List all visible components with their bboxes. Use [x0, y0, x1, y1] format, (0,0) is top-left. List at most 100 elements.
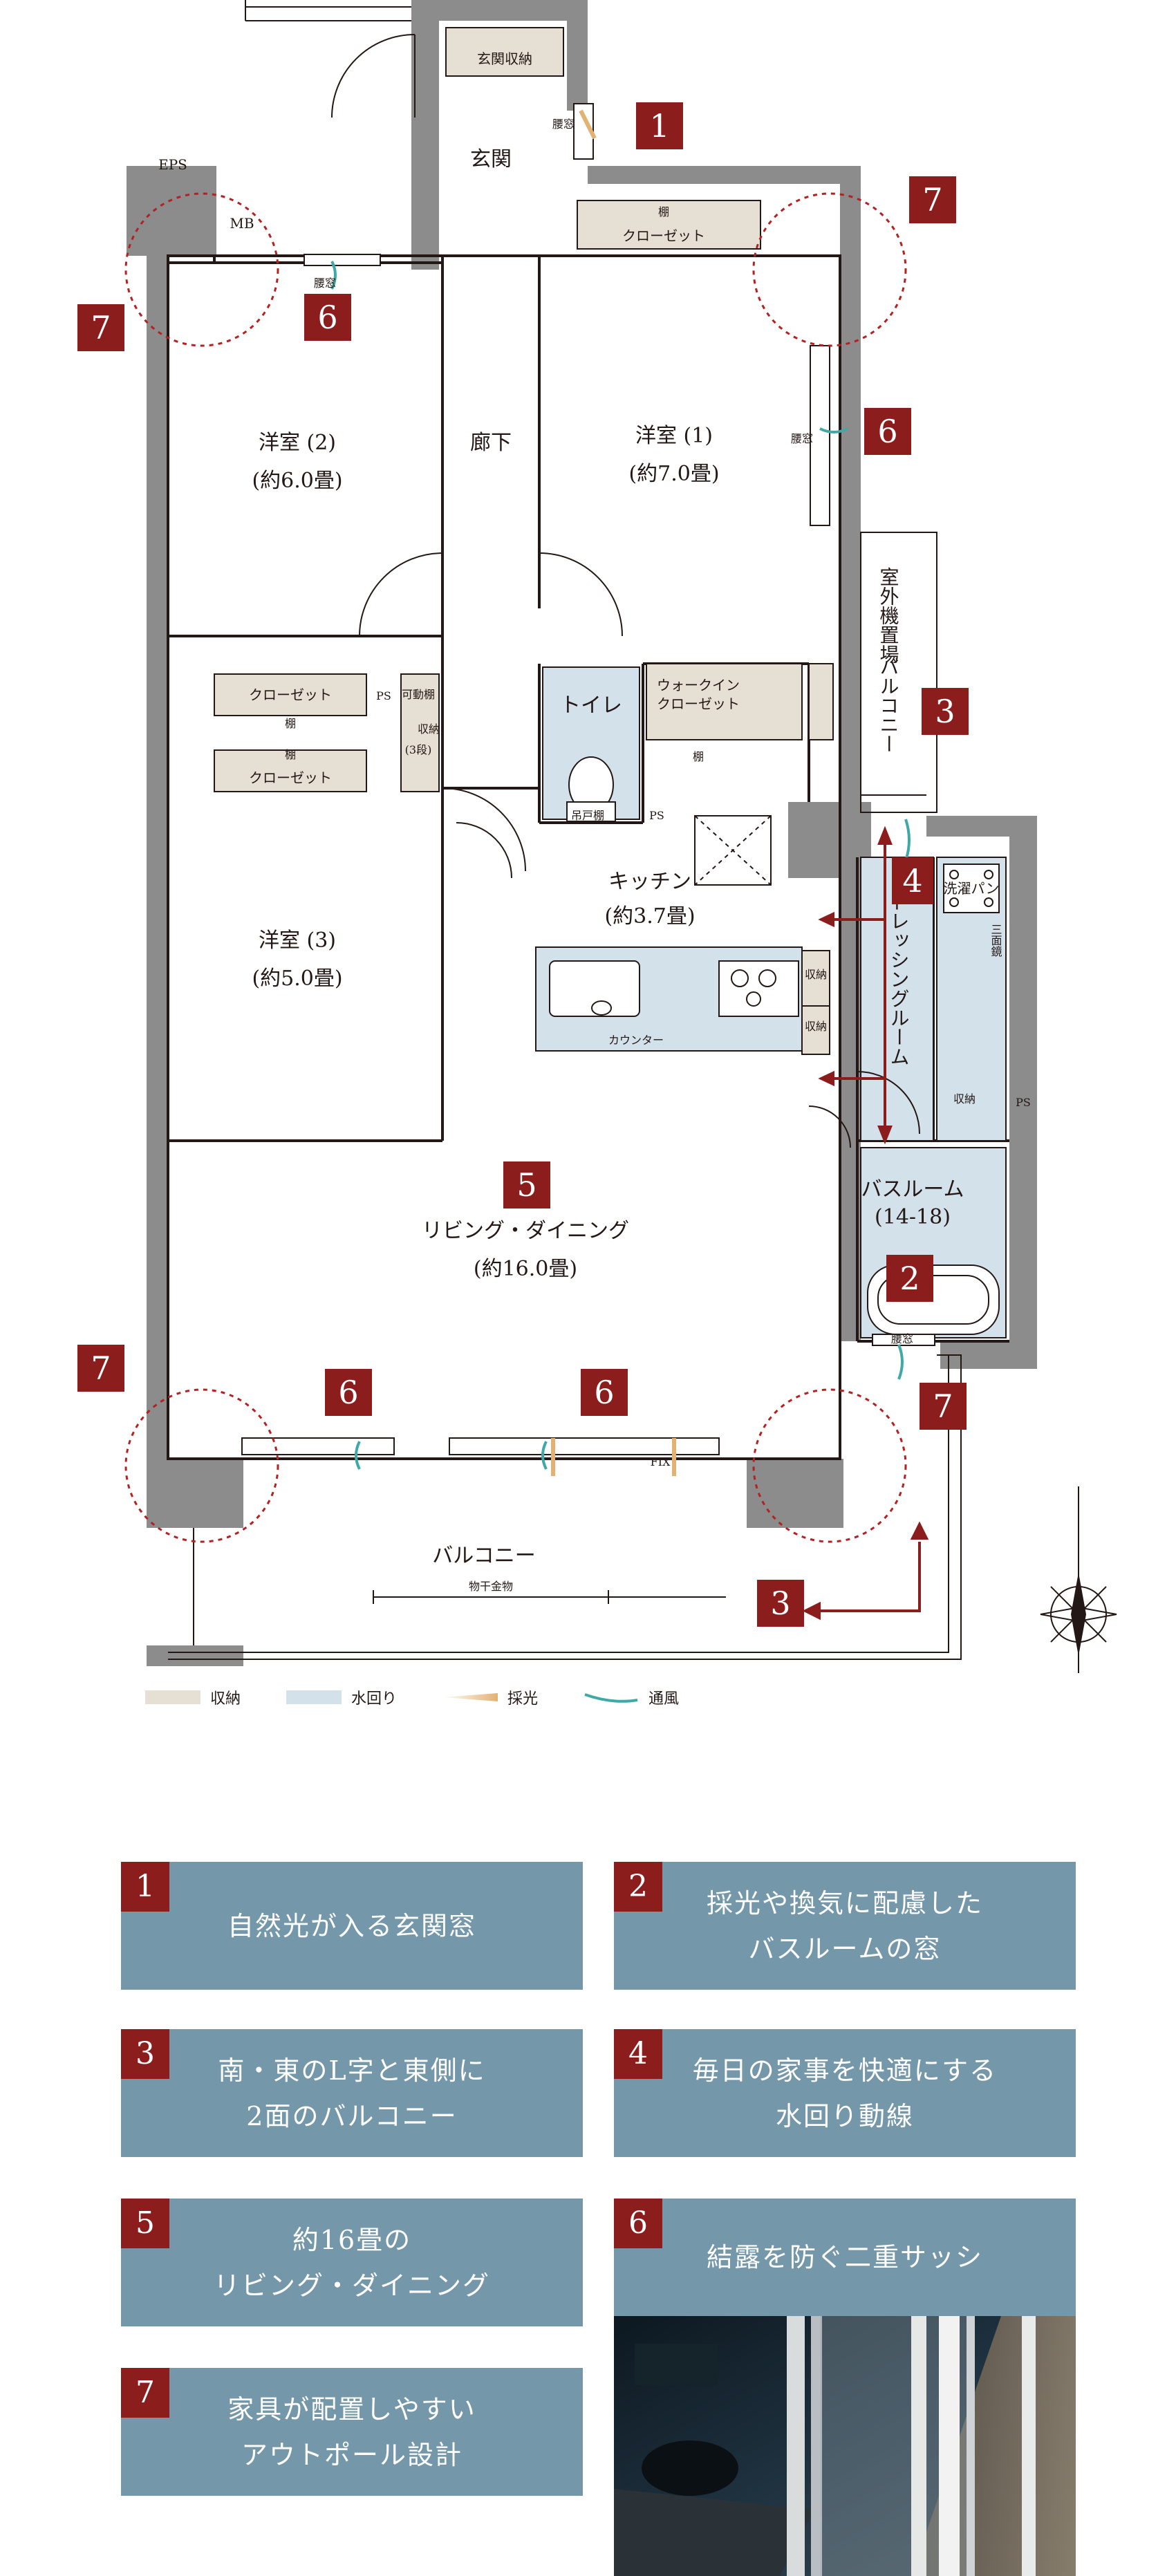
- feature-text-3: 南・東のL字と東側に 2面のバルコニー: [218, 2055, 486, 2131]
- svg-text:3: 3: [935, 693, 955, 730]
- feature-card-4: 4 毎日の家事を快適にする 水回り動線: [614, 2029, 1076, 2157]
- feature-text-2: 採光や換気に配慮した バスルームの窓: [706, 1887, 983, 1964]
- badge-4: 4: [892, 857, 933, 904]
- feature-card-7: 7 家具が配置しやすい アウトポール設計: [121, 2368, 583, 2496]
- label-storage-2: 収納: [805, 968, 827, 981]
- legend-swatch-storage: [145, 1690, 200, 1704]
- label-kitchen: キッチン: [608, 870, 691, 894]
- feature-text-4: 毎日の家事を快適にする 水回り動線: [692, 2055, 998, 2131]
- label-toilet: トイレ: [560, 693, 622, 718]
- dressing-flow-arrows: [802, 825, 929, 1621]
- badge-6b: 6: [864, 408, 911, 455]
- label-koshimado-4: 腰窓: [891, 1332, 913, 1345]
- label-ps-2: PS: [649, 809, 664, 822]
- floor-plan: 玄関収納 玄関 腰窓 EPS MB 棚 クローゼット 腰窓 洋室 (2) (約6…: [77, 0, 1117, 1673]
- svg-text:7: 7: [922, 181, 942, 218]
- feature-number-5: 5: [121, 2199, 169, 2248]
- badge-2: 2: [886, 1255, 933, 1302]
- svg-text:6: 6: [317, 299, 337, 336]
- feature-card-5: 5 約16畳の リビング・ダイニング: [121, 2199, 583, 2326]
- svg-text:2: 2: [899, 1260, 920, 1297]
- label-room1-size: (約7.0畳): [628, 462, 719, 486]
- label-kitchen-size: (約3.7畳): [604, 904, 695, 928]
- legend-label-wind: 通風: [648, 1690, 680, 1708]
- badge-7b: 7: [909, 176, 956, 223]
- label-living: リビング・ダイニング: [422, 1219, 629, 1243]
- label-bath-size: (14-18): [875, 1205, 951, 1229]
- svg-text:6: 6: [594, 1374, 614, 1411]
- plan-badges: 1 2 3 3 4 5 6 6 6 6 7 7 7 7: [77, 102, 969, 1627]
- label-ps-1: PS: [376, 689, 391, 702]
- feature-card-1: 1 自然光が入る玄関窓: [121, 1862, 583, 1990]
- label-walkin-2: クローゼット: [657, 696, 740, 712]
- label-room1: 洋室 (1): [635, 424, 713, 448]
- feature-card-6: 6 結露を防ぐ二重サッシ: [614, 2199, 1076, 2316]
- label-room2: 洋室 (2): [259, 431, 336, 455]
- badge-7d: 7: [920, 1383, 967, 1430]
- svg-text:6: 6: [877, 413, 897, 450]
- legend-swatch-water: [286, 1690, 342, 1704]
- label-shelf-2: 棚: [285, 717, 296, 730]
- label-closet-2: クローゼット: [249, 687, 332, 703]
- label-sanmen: 三面鏡: [989, 924, 1002, 958]
- svg-text:7: 7: [91, 1350, 111, 1387]
- label-balcony-side: バルコニー: [877, 657, 900, 754]
- legend-item-light: 採光: [442, 1686, 538, 1708]
- label-bath: バスルーム: [861, 1177, 964, 1202]
- label-hanger: 物干金物: [469, 1580, 513, 1593]
- label-genkan-storage: 玄関収納: [477, 50, 532, 67]
- feature-text-5: 約16畳の リビング・ダイニング: [213, 2224, 490, 2301]
- label-shelf-3dan: (3段): [405, 743, 432, 756]
- badge-6a: 6: [304, 294, 351, 341]
- badge-7a: 7: [77, 304, 124, 351]
- feature-card-2: 2 採光や換気に配慮した バスルームの窓: [614, 1862, 1076, 1990]
- label-shelf-3: 棚: [285, 748, 296, 761]
- legend: 収納 水回り 採光 通風: [145, 1683, 718, 1711]
- label-counter: カウンター: [608, 1034, 664, 1047]
- label-balcony: バルコニー: [432, 1544, 535, 1568]
- label-mb: MB: [230, 215, 254, 232]
- feature-number-2: 2: [614, 1862, 662, 1912]
- double-sash-photo: [614, 2316, 1076, 2576]
- badge-5: 5: [503, 1161, 550, 1208]
- svg-text:5: 5: [516, 1166, 536, 1204]
- label-dressing: ドレッシングルーム: [888, 892, 911, 1066]
- label-fix: FIX: [651, 1455, 671, 1468]
- label-genkan: 玄関: [470, 147, 512, 171]
- storage-areas: [214, 27, 982, 1121]
- legend-label-water: 水回り: [351, 1690, 398, 1708]
- label-koshimado-3: 腰窓: [791, 432, 813, 445]
- legend-item-storage: 収納: [145, 1686, 241, 1708]
- label-eps: EPS: [158, 156, 187, 173]
- svg-text:4: 4: [902, 862, 922, 899]
- badge-7c: 7: [77, 1345, 124, 1392]
- feature-number-3: 3: [121, 2029, 169, 2079]
- legend-label-light: 採光: [507, 1690, 539, 1708]
- feature-number-1: 1: [121, 1862, 169, 1912]
- badge-6c: 6: [325, 1369, 372, 1416]
- feature-text-6: 結露を防ぐ二重サッシ: [706, 2242, 983, 2272]
- feature-card-3: 3 南・東のL字と東側に 2面のバルコニー: [121, 2029, 583, 2157]
- legend-item-wind: 通風: [584, 1686, 679, 1708]
- legend-label-storage: 収納: [210, 1690, 241, 1708]
- badge-3a: 3: [922, 688, 969, 735]
- feature-number-7: 7: [121, 2368, 169, 2418]
- label-corridor: 廊下: [470, 431, 512, 455]
- label-closet-1: クローゼット: [622, 227, 705, 244]
- svg-text:6: 6: [338, 1374, 358, 1411]
- label-ps-3: PS: [1016, 1096, 1031, 1109]
- legend-item-water: 水回り: [286, 1686, 397, 1708]
- label-upper-cabinet: 吊戸棚: [571, 809, 604, 822]
- label-room3-size: (約5.0畳): [252, 967, 342, 991]
- label-shelf-4: 棚: [693, 750, 704, 763]
- label-shelf-1: 棚: [658, 205, 669, 218]
- label-koshimado-1: 腰窓: [552, 118, 575, 131]
- label-koshimado-2: 腰窓: [314, 277, 336, 290]
- label-closet-3: クローゼット: [249, 769, 332, 786]
- label-outdoor-unit: 室外機置場: [877, 567, 900, 664]
- wind-icon: [584, 1693, 638, 1703]
- structural-walls: [127, 0, 1037, 1666]
- feature-text-1: 自然光が入る玄関窓: [227, 1910, 476, 1941]
- label-room2-size: (約6.0畳): [252, 469, 342, 493]
- label-storage-1: 収納: [418, 722, 440, 736]
